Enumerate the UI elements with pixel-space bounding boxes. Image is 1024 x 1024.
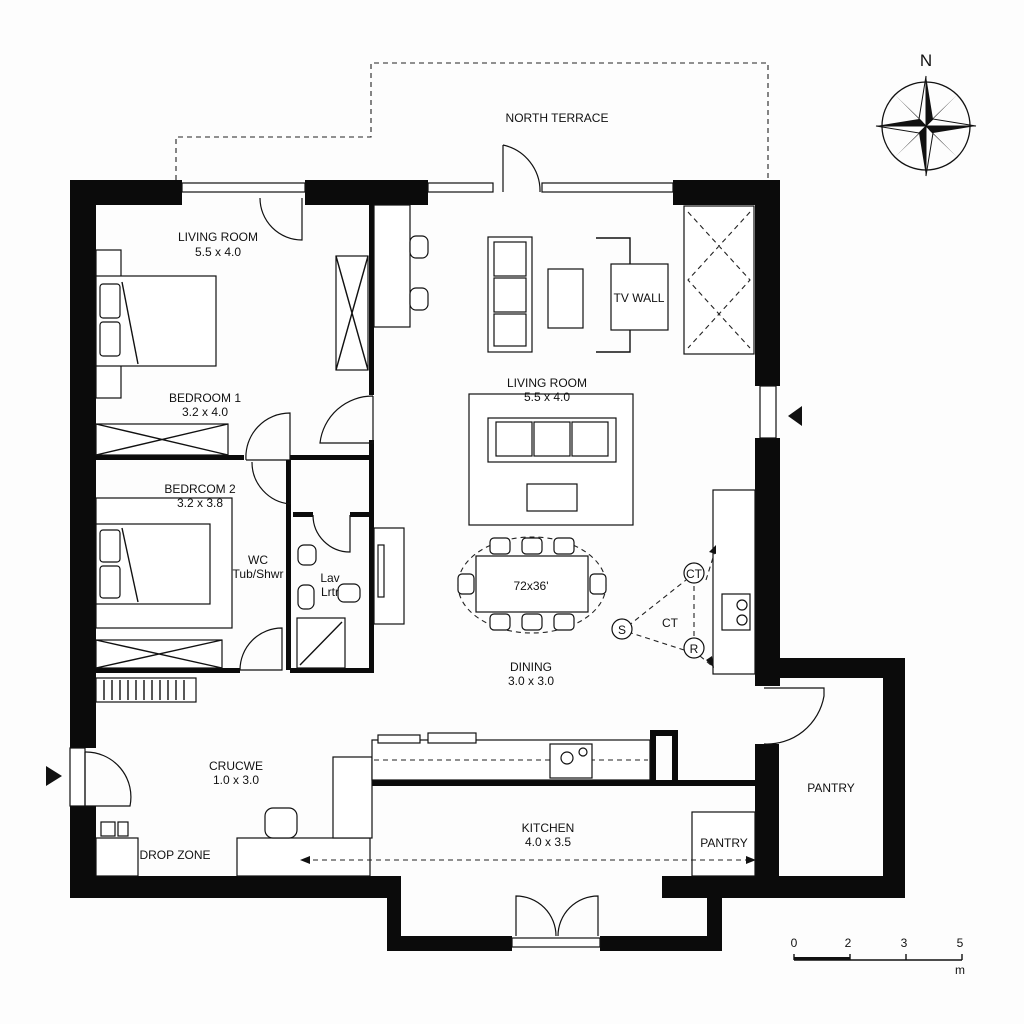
triangle-node-s — [611, 618, 633, 640]
dining-table — [475, 555, 589, 613]
compass-rose: N — [875, 51, 977, 177]
lav-sub: Lrtr — [321, 585, 339, 599]
coffee-table-center — [526, 483, 578, 512]
living-area: TV WALL LIVING ROOM 5.5 x 4.0 — [373, 204, 755, 526]
bathroom: WC Tub/Shwr Lav Lrtr — [233, 527, 405, 669]
bedroom-1-label: BEDROOM 1 — [169, 391, 241, 405]
triangle-center-label: CT — [662, 616, 679, 630]
mudroom-dims: 1.0 x 3.0 — [213, 773, 259, 787]
shoe-rack — [95, 677, 197, 703]
bedroom-1-dims: 3.2 x 4.0 — [182, 405, 228, 419]
toilet-icon — [297, 544, 317, 566]
triangle-node-s-label: S — [618, 623, 626, 637]
bedroom-1: LIVING ROOM 5.5 x 4.0 BEDROOM 1 3.2 x 4.… — [95, 230, 369, 456]
lav-label: Lav — [320, 571, 339, 585]
pantry-inner-box — [691, 811, 756, 877]
wc-label: WC — [248, 553, 268, 567]
bar-stool-icon — [409, 287, 429, 311]
kitchen-label: KITCHEN — [522, 821, 575, 835]
toilet-2-icon — [337, 583, 361, 603]
pantry-inner-label: PANTRY — [700, 836, 748, 850]
dining-area: 72x36' DINING 3.0 x 3.0 — [457, 536, 607, 688]
coffee-table-north — [547, 268, 584, 329]
storage-cabinet — [332, 756, 373, 839]
breakfast-bar — [373, 204, 411, 328]
bedroom-2-label: BEDRCOM 2 — [164, 482, 236, 496]
front-entry-arrow-icon — [46, 766, 62, 786]
work-triangle: CT S R CT — [611, 489, 756, 675]
cooktop-icon — [721, 593, 751, 631]
tv-wall-label: TV WALL — [614, 291, 665, 305]
dining-table-size: 72x36' — [514, 579, 549, 593]
compass-north-label: N — [920, 51, 932, 70]
drop-zone-label: DROP ZONE — [139, 848, 210, 862]
compass-star-icon — [875, 75, 977, 177]
bedroom-2: BEDRCOM 2 3.2 x 3.8 — [95, 482, 236, 669]
triangle-node-ct — [683, 562, 705, 584]
scale-tick-1: 2 — [845, 936, 852, 950]
living-room-nw-dims: 5.5 x 4.0 — [195, 245, 241, 259]
laundry-icon — [264, 807, 298, 839]
tv-wall — [610, 263, 669, 331]
exterior-walls — [70, 180, 905, 951]
living-room-nw-label: LIVING ROOM — [178, 230, 258, 244]
mudroom-label: CRUCWE — [209, 759, 263, 773]
bar-stool-icon — [409, 235, 429, 259]
scale-unit: m — [955, 963, 965, 977]
interior-walls — [96, 205, 755, 786]
sink-icon — [297, 584, 315, 610]
kitchen: KITCHEN 4.0 x 3.5 PANTRY PANTRY — [300, 732, 855, 877]
triangle-node-r-label: R — [690, 642, 699, 656]
living-room-dims: 5.5 x 4.0 — [524, 390, 570, 404]
pantry-outer-label: PANTRY — [807, 781, 855, 795]
scale-bar: 0 2 3 5 m — [791, 936, 965, 977]
north-terrace-label: NORTH TERRACE — [506, 111, 609, 125]
bedroom-2-dims: 3.2 x 3.8 — [177, 496, 223, 510]
dining-dims: 3.0 x 3.0 — [508, 674, 554, 688]
dining-label: DINING — [510, 660, 552, 674]
doors — [84, 144, 825, 937]
side-entry-arrow-icon — [788, 406, 802, 426]
scale-tick-3: 5 — [957, 936, 964, 950]
built-in-cabinet — [683, 205, 755, 355]
windows — [69, 182, 777, 948]
living-room-label: LIVING ROOM — [507, 376, 587, 390]
triangle-node-ct-label: CT — [686, 567, 703, 581]
scale-tick-0: 0 — [791, 936, 798, 950]
triangle-node-r — [683, 637, 705, 659]
kitchen-dims: 4.0 x 3.5 — [525, 835, 571, 849]
wc-sub: Tub/Shwr — [233, 567, 284, 581]
drop-zone-counter — [236, 837, 371, 877]
mudroom: CRUCWE 1.0 x 3.0 DROP ZONE — [95, 677, 373, 877]
east-counter — [712, 489, 756, 675]
scale-tick-2: 3 — [901, 936, 908, 950]
drop-zone-bench — [95, 837, 139, 877]
north-terrace: NORTH TERRACE — [175, 62, 769, 180]
